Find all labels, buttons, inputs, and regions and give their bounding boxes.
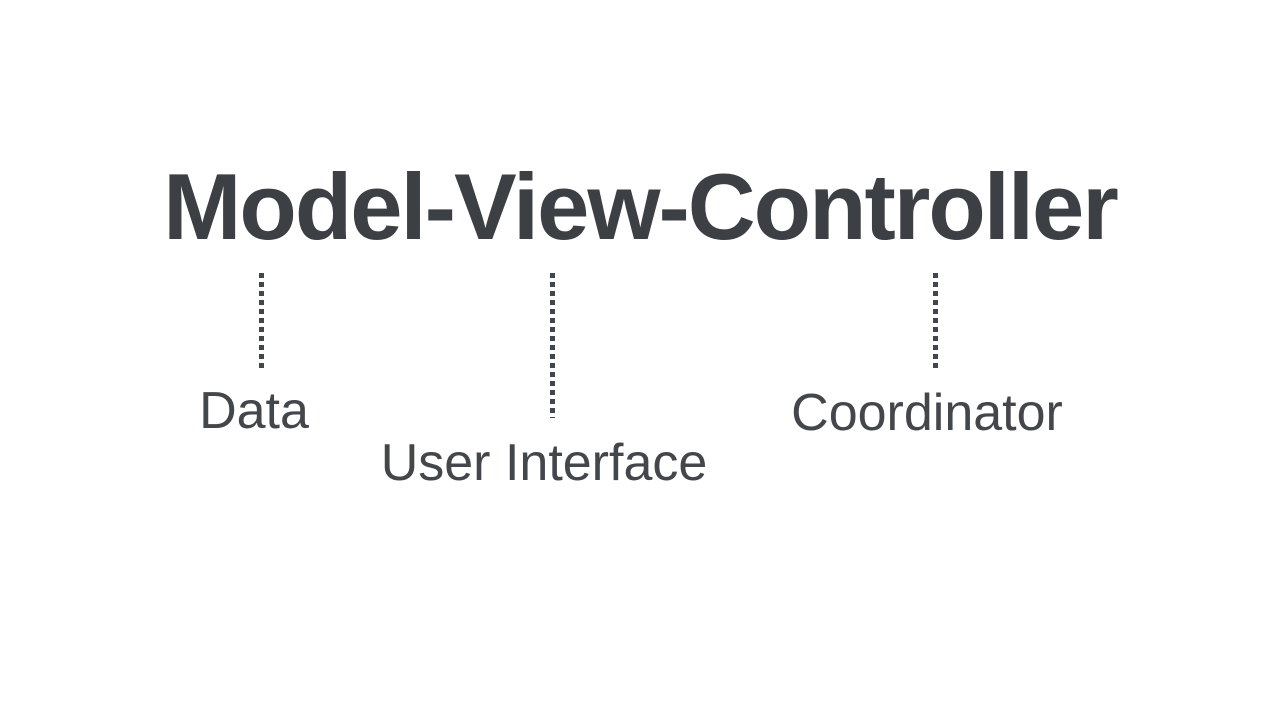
label-data: Data — [199, 382, 309, 440]
dotted-connector-model — [259, 273, 264, 372]
dotted-connector-controller — [933, 273, 938, 372]
dotted-connector-view — [550, 273, 555, 418]
label-user-interface: User Interface — [380, 434, 708, 492]
label-coordinator: Coordinator — [791, 384, 1063, 442]
diagram-title: Model-View-Controller — [163, 154, 1119, 259]
